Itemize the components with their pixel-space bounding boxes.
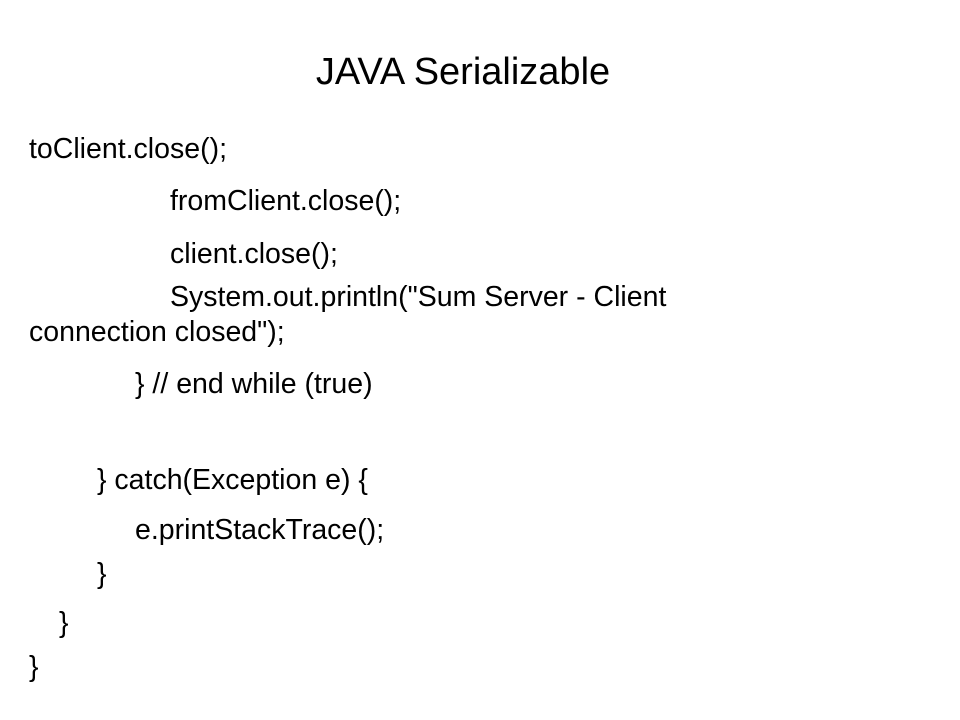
code-line: connection closed"); [29, 316, 285, 348]
code-line: } catch(Exception e) { [97, 464, 368, 496]
code-line: System.out.println("Sum Server - Client [170, 281, 667, 313]
slide-title: JAVA Serializable [315, 51, 611, 93]
code-line: } [29, 651, 39, 683]
code-line: client.close(); [170, 238, 338, 270]
code-line: } [59, 607, 69, 639]
code-line: } // end while (true) [135, 368, 373, 400]
code-line: e.printStackTrace(); [135, 514, 385, 546]
code-line: } [97, 558, 107, 590]
code-line: fromClient.close(); [170, 185, 402, 217]
code-line: toClient.close(); [29, 133, 227, 165]
